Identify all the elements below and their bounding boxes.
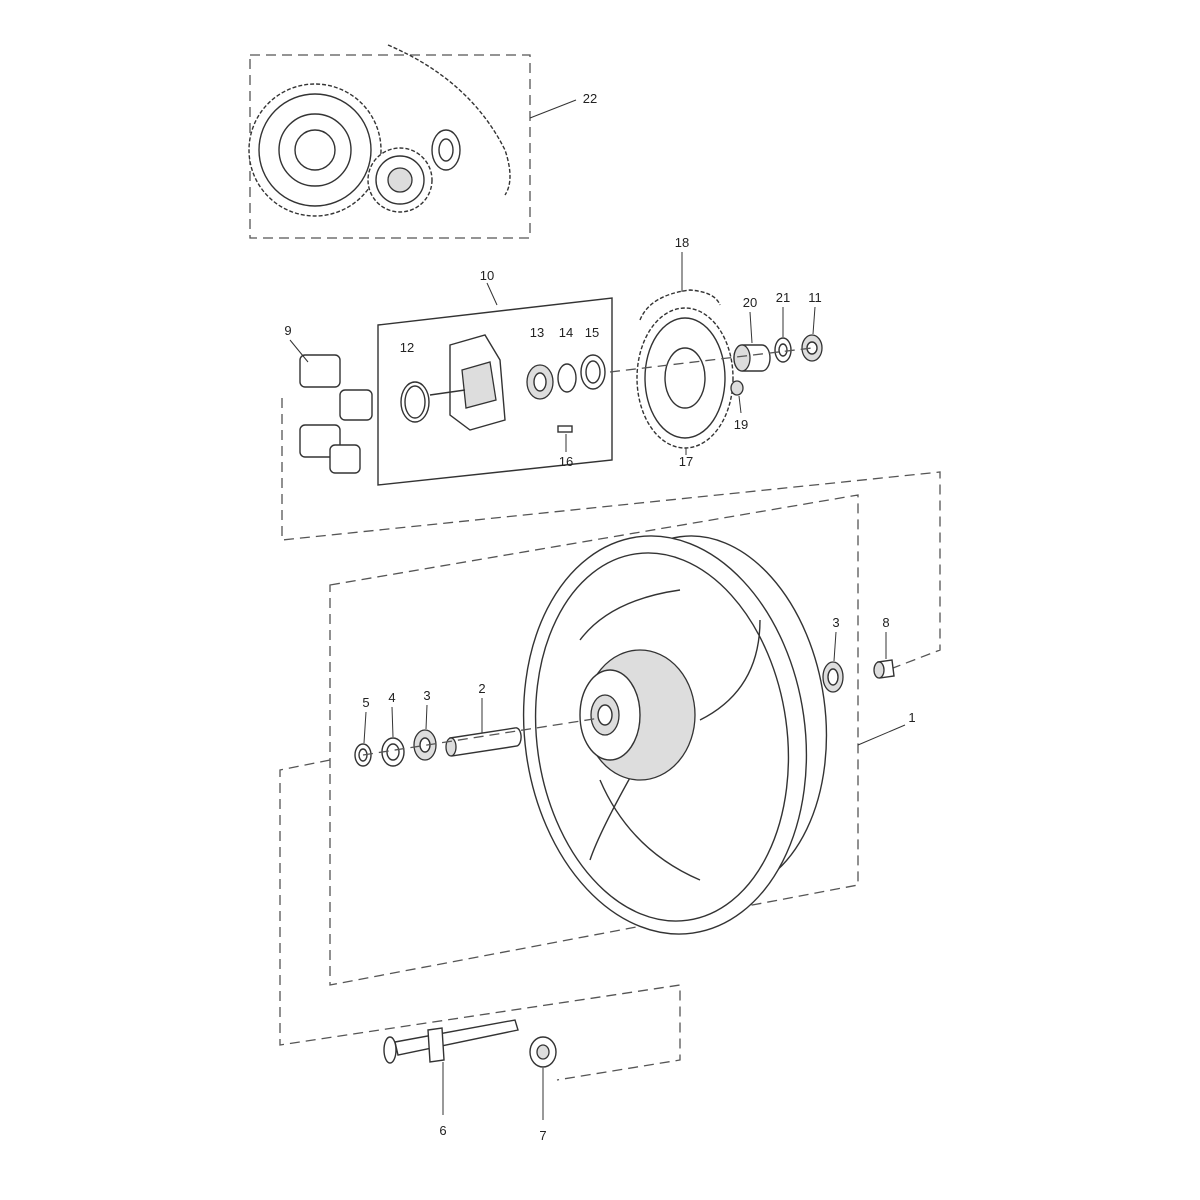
seal-5: 5 [354, 695, 372, 767]
pin-16 [557, 425, 573, 433]
nut-19: 19 [730, 380, 748, 432]
label-4: 4 [388, 690, 395, 705]
label-6: 6 [439, 1123, 446, 1138]
spindle-6: 6 [383, 1019, 519, 1138]
rear-sprocket-kit [248, 83, 382, 217]
label-7: 7 [539, 1128, 546, 1143]
nut-11: 11 [801, 290, 823, 362]
spacer-20: 20 [733, 295, 771, 372]
washer-7: 7 [529, 1036, 557, 1143]
chain-kit-group: 22 [248, 44, 597, 239]
washer-4: 4 [381, 690, 405, 767]
cush-rubbers: 9 [284, 323, 373, 474]
label-20: 20 [743, 295, 757, 310]
label-15: 15 [585, 325, 599, 340]
circlip-14 [557, 363, 577, 393]
label-10: 10 [480, 268, 494, 283]
label-16: 16 [559, 454, 573, 469]
label-3-left: 3 [423, 688, 430, 703]
label-17: 17 [679, 454, 693, 469]
label-18: 18 [675, 235, 689, 250]
bearing-3-right: 3 [822, 615, 844, 693]
circlip-12 [400, 381, 430, 423]
rear-wheel [522, 535, 828, 935]
bearing-13 [526, 364, 554, 400]
label-5: 5 [362, 695, 369, 710]
front-sprocket [367, 147, 433, 213]
label-13: 13 [530, 325, 544, 340]
sprocket-washer [431, 129, 461, 171]
label-21: 21 [776, 290, 790, 305]
bearing-3-left: 3 [413, 688, 437, 761]
axle-spacer-2: 2 [445, 681, 522, 757]
cush-drive-group: 10 12 13 14 15 16 [377, 268, 613, 486]
label-9: 9 [284, 323, 291, 338]
chain-18 [639, 289, 721, 321]
rear-sprocket-group: 18 17 [636, 235, 734, 469]
label-22: 22 [583, 91, 597, 106]
label-12: 12 [400, 340, 414, 355]
label-14: 14 [559, 325, 573, 340]
cush-drive-hub [429, 334, 506, 431]
label-2: 2 [478, 681, 485, 696]
label-1: 1 [908, 710, 915, 725]
spacer-15 [580, 354, 606, 390]
label-3-right: 3 [832, 615, 839, 630]
label-8: 8 [882, 615, 889, 630]
label-19: 19 [734, 417, 748, 432]
spacer-8: 8 [873, 615, 895, 679]
label-11: 11 [808, 290, 822, 305]
